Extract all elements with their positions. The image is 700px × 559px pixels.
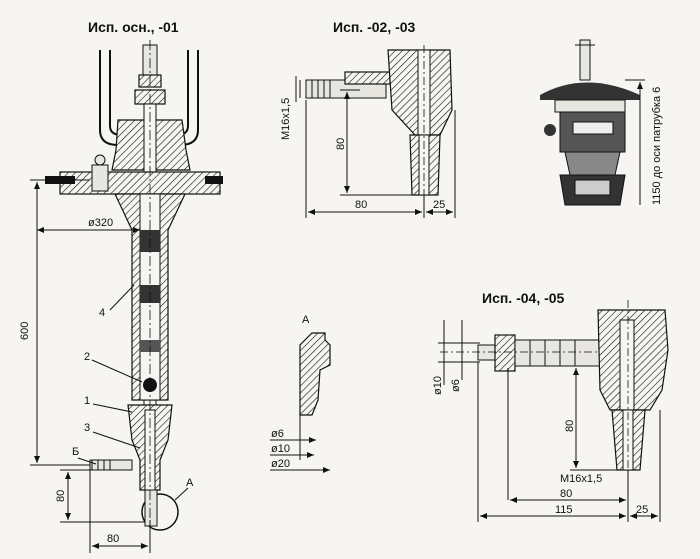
- callout-2: 2: [84, 351, 90, 363]
- title-main: Исп. осн., -01: [88, 19, 179, 35]
- leader-3: [92, 431, 141, 449]
- bolt-head: [94, 154, 106, 166]
- side-port-thread: [91, 460, 111, 470]
- label-b: Б: [72, 446, 79, 458]
- actuator-height-label: 1150 до оси патрубка 6: [651, 87, 663, 205]
- actuator-stem: [579, 39, 591, 81]
- tube-sleeve: [344, 71, 391, 85]
- detail-a-view: А ø6 ø10 ø20: [270, 314, 331, 473]
- v04-h80-label: 80: [564, 420, 576, 432]
- dim-600-label: 600: [19, 322, 31, 340]
- detail-a-title: А: [302, 314, 310, 326]
- flange-right-edge: [205, 176, 223, 184]
- label-a: А: [186, 477, 194, 489]
- actuator-view: 1150 до оси патрубка 6: [540, 39, 663, 206]
- v02-m16-label: M16x1,5: [280, 98, 292, 140]
- actuator-window: [572, 121, 614, 135]
- variant-04-view: ø10 ø6 80 M16x1,5 80 115 25: [432, 300, 669, 522]
- flange-bolt: [91, 164, 109, 192]
- actuator-diaphragm: [540, 82, 640, 100]
- leader-2: [91, 359, 143, 383]
- v02-w80-label: 80: [355, 199, 367, 211]
- v04-w115-label: 115: [555, 504, 573, 516]
- side-port: [89, 459, 133, 471]
- leader-1: [92, 403, 133, 413]
- v04-d6-label: ø6: [450, 379, 462, 392]
- v02-w25-label: 25: [433, 199, 445, 211]
- v04-w80-label: 80: [560, 488, 572, 500]
- dim-80v-label: 80: [55, 490, 67, 502]
- v04-tube-rings: [529, 340, 576, 366]
- nozzle-tip: [144, 489, 158, 527]
- detail-a-d6: ø6: [271, 428, 284, 440]
- v04-d10-label: ø10: [432, 376, 444, 395]
- callout-4: 4: [99, 307, 105, 319]
- actuator-base: [564, 151, 621, 176]
- leader-b: [77, 457, 97, 465]
- v04-nut: [494, 334, 516, 372]
- actuator-neck: [554, 99, 626, 113]
- callout-3: 3: [84, 422, 90, 434]
- callout-1: 1: [84, 395, 90, 407]
- v04-m16-label: M16x1,5: [560, 473, 602, 485]
- v02-h80-label: 80: [335, 138, 347, 150]
- title-variant-04: Исп. -04, -05: [482, 290, 565, 306]
- actuator-side-knob: [544, 124, 556, 136]
- detail-a-d20: ø20: [271, 458, 290, 470]
- detail-a-profile: [299, 332, 331, 416]
- v04-w25-label: 25: [636, 504, 648, 516]
- title-variant-02: Исп. -02, -03: [333, 19, 416, 35]
- dim-320-label: ø320: [88, 217, 113, 229]
- leader-4: [109, 284, 135, 311]
- leader-a: [174, 487, 189, 501]
- actuator-foot-detail: [574, 179, 611, 196]
- dim-80h-label: 80: [107, 533, 119, 545]
- detail-a-d10: ø10: [271, 443, 290, 455]
- tube-thread: [311, 80, 331, 98]
- variant-02-view: M16x1,5 80 80 25: [280, 45, 456, 218]
- flange: [59, 171, 221, 195]
- main-assembly-view: ø320 600 80 80 4 2 1 3 Б А: [19, 40, 223, 553]
